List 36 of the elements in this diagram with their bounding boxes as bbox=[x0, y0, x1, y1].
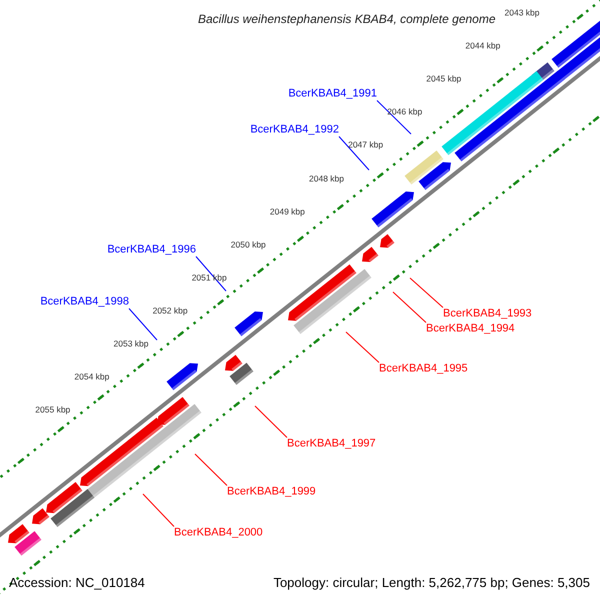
leader-line bbox=[254, 406, 288, 438]
title: Bacillus weihenstephanensis KBAB4, complete genome bbox=[198, 11, 496, 28]
gene-label: BcerKBAB4_1991 bbox=[288, 88, 377, 100]
gene-label: BcerKBAB4_1999 bbox=[227, 486, 316, 498]
tick-label: 2043 kbp bbox=[504, 6, 540, 20]
tick-label: 2045 kbp bbox=[426, 72, 462, 86]
genome-summary-text: Topology: circular; Length: 5,262,775 bp; Genes: 5,305 bbox=[273, 574, 590, 592]
leader-line bbox=[392, 292, 426, 323]
tick-label: 2044 kbp bbox=[465, 40, 500, 52]
leader-line bbox=[128, 308, 158, 340]
gene-label: BcerKBAB4_1998 bbox=[40, 296, 129, 308]
tick-label: 2054 kbp bbox=[74, 370, 110, 384]
leader-line bbox=[346, 332, 380, 363]
leader-line bbox=[410, 278, 444, 308]
tick-label: 2050 kbp bbox=[230, 238, 266, 252]
gene-label: BcerKBAB4_1996 bbox=[107, 244, 196, 256]
leader-line bbox=[196, 256, 226, 292]
tick-label: 2049 kbp bbox=[270, 205, 305, 218]
gene-label: BcerKBAB4_1993 bbox=[443, 308, 532, 320]
tick-label: 2048 kbp bbox=[309, 172, 344, 185]
tick-label: 2053 kbp bbox=[114, 338, 148, 350]
tick-label: 2046 kbp bbox=[387, 106, 422, 119]
gene-label: BcerKBAB4_1994 bbox=[426, 322, 515, 336]
tick-label: 2052 kbp bbox=[152, 304, 188, 318]
leader-line bbox=[338, 136, 370, 170]
tick-label: 2051 kbp bbox=[192, 271, 227, 284]
tick-label: 2055 kbp bbox=[35, 404, 70, 417]
leader-line bbox=[142, 494, 174, 527]
accession-text: Accession: NC_010184 bbox=[9, 574, 145, 592]
tick-label: 2047 kbp bbox=[348, 139, 384, 152]
gene-label: BcerKBAB4_1992 bbox=[250, 124, 339, 136]
gene-label: BcerKBAB4_1997 bbox=[287, 438, 376, 450]
leader-line bbox=[376, 100, 412, 134]
leader-line bbox=[194, 454, 228, 486]
gene-label: BcerKBAB4_2000 bbox=[174, 526, 263, 540]
gene-label: BcerKBAB4_1995 bbox=[379, 362, 468, 376]
